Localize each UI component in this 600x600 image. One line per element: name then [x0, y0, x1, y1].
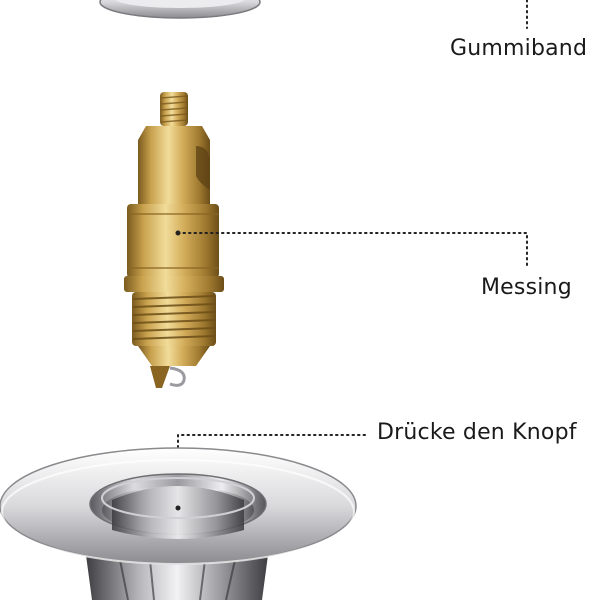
brass-core-image [124, 92, 224, 388]
label-druecke-den-knopf: Drücke den Knopf [377, 420, 577, 445]
label-messing: Messing [481, 275, 572, 300]
rubber-gasket-image [99, 0, 261, 19]
chrome-drain-image [0, 447, 357, 600]
label-gummiband: Gummiband [450, 36, 588, 61]
leader-dot-messing [175, 230, 181, 236]
leader-dot-knopf [175, 505, 181, 511]
leader-line-messing [177, 232, 528, 267]
